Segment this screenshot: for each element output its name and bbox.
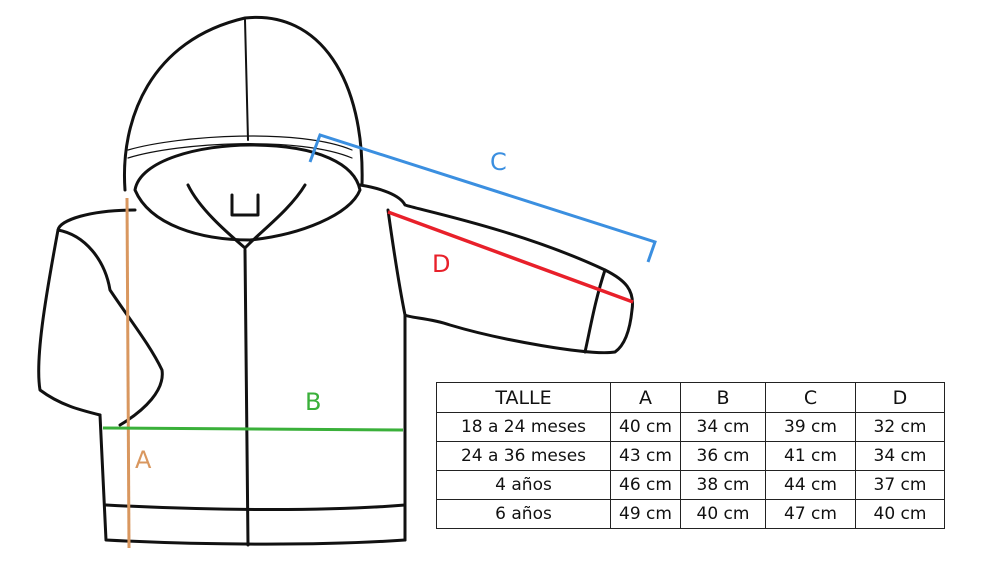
measure-line-b xyxy=(102,426,404,432)
table-row: 6 años 49 cm 40 cm 47 cm 40 cm xyxy=(436,499,945,529)
label-c: C xyxy=(490,148,507,176)
cell-d: 40 cm xyxy=(855,499,945,529)
header-c: C xyxy=(765,382,856,413)
table-row: 18 a 24 meses 40 cm 34 cm 39 cm 32 cm xyxy=(436,412,945,442)
cell-size: 24 a 36 meses xyxy=(436,441,611,471)
measure-line-a xyxy=(125,197,131,549)
label-a: A xyxy=(135,446,152,474)
table-header-row: TALLE A B C D xyxy=(436,382,945,413)
cell-b: 34 cm xyxy=(680,412,766,442)
cell-a: 43 cm xyxy=(610,441,681,471)
cell-size: 6 años xyxy=(436,499,611,529)
cell-size: 4 años xyxy=(436,470,611,500)
size-table: TALLE A B C D 18 a 24 meses 40 cm 34 cm … xyxy=(436,382,945,529)
measure-line-c xyxy=(308,133,657,263)
cell-b: 40 cm xyxy=(680,499,766,529)
cell-b: 36 cm xyxy=(680,441,766,471)
label-d: D xyxy=(432,250,451,278)
measure-line-d xyxy=(387,210,634,304)
cell-size: 18 a 24 meses xyxy=(436,412,611,442)
header-talle: TALLE xyxy=(436,382,611,413)
cell-a: 40 cm xyxy=(610,412,681,442)
cell-d: 32 cm xyxy=(855,412,945,442)
table-row: 24 a 36 meses 43 cm 36 cm 41 cm 34 cm xyxy=(436,441,945,471)
header-a: A xyxy=(610,382,681,413)
header-b: B xyxy=(680,382,766,413)
table-row: 4 años 46 cm 38 cm 44 cm 37 cm xyxy=(436,470,945,500)
cell-d: 37 cm xyxy=(855,470,945,500)
cell-a: 49 cm xyxy=(610,499,681,529)
header-d: D xyxy=(855,382,945,413)
cell-c: 47 cm xyxy=(765,499,856,529)
cell-a: 46 cm xyxy=(610,470,681,500)
cell-c: 39 cm xyxy=(765,412,856,442)
cell-d: 34 cm xyxy=(855,441,945,471)
label-b: B xyxy=(305,388,322,416)
cell-b: 38 cm xyxy=(680,470,766,500)
cell-c: 41 cm xyxy=(765,441,856,471)
cell-c: 44 cm xyxy=(765,470,856,500)
